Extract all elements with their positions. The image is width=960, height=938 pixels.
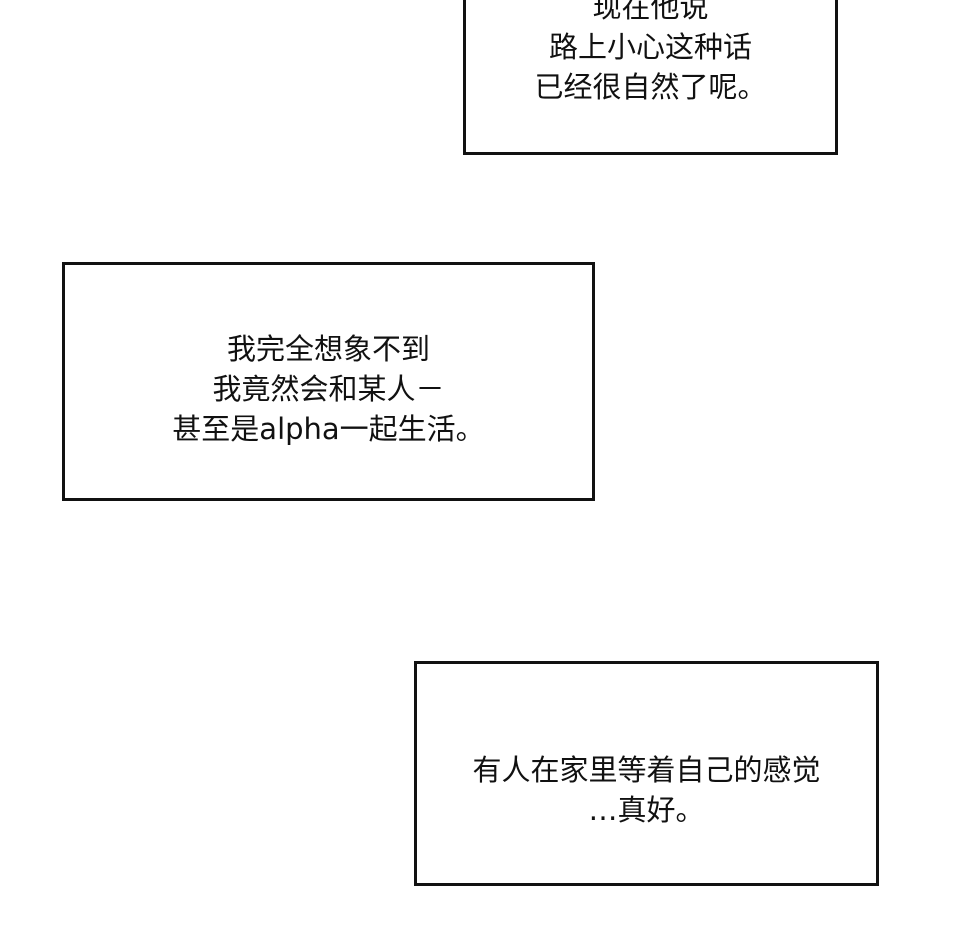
caption-box-2: 我完全想象不到 我竟然会和某人－ 甚至是alpha一起生活。 [62,262,595,501]
caption-text-3: 有人在家里等着自己的感觉 …真好。 [472,753,821,827]
caption-box-3: 有人在家里等着自己的感觉 …真好。 [414,661,879,886]
caption-box-1: 现在他说 路上小心这种话 已经很自然了呢。 [463,0,838,155]
caption-text-2: 我完全想象不到 我竟然会和某人－ 甚至是alpha一起生活。 [172,332,485,446]
caption-text-1: 现在他说 路上小心这种话 已经很自然了呢。 [534,0,767,104]
